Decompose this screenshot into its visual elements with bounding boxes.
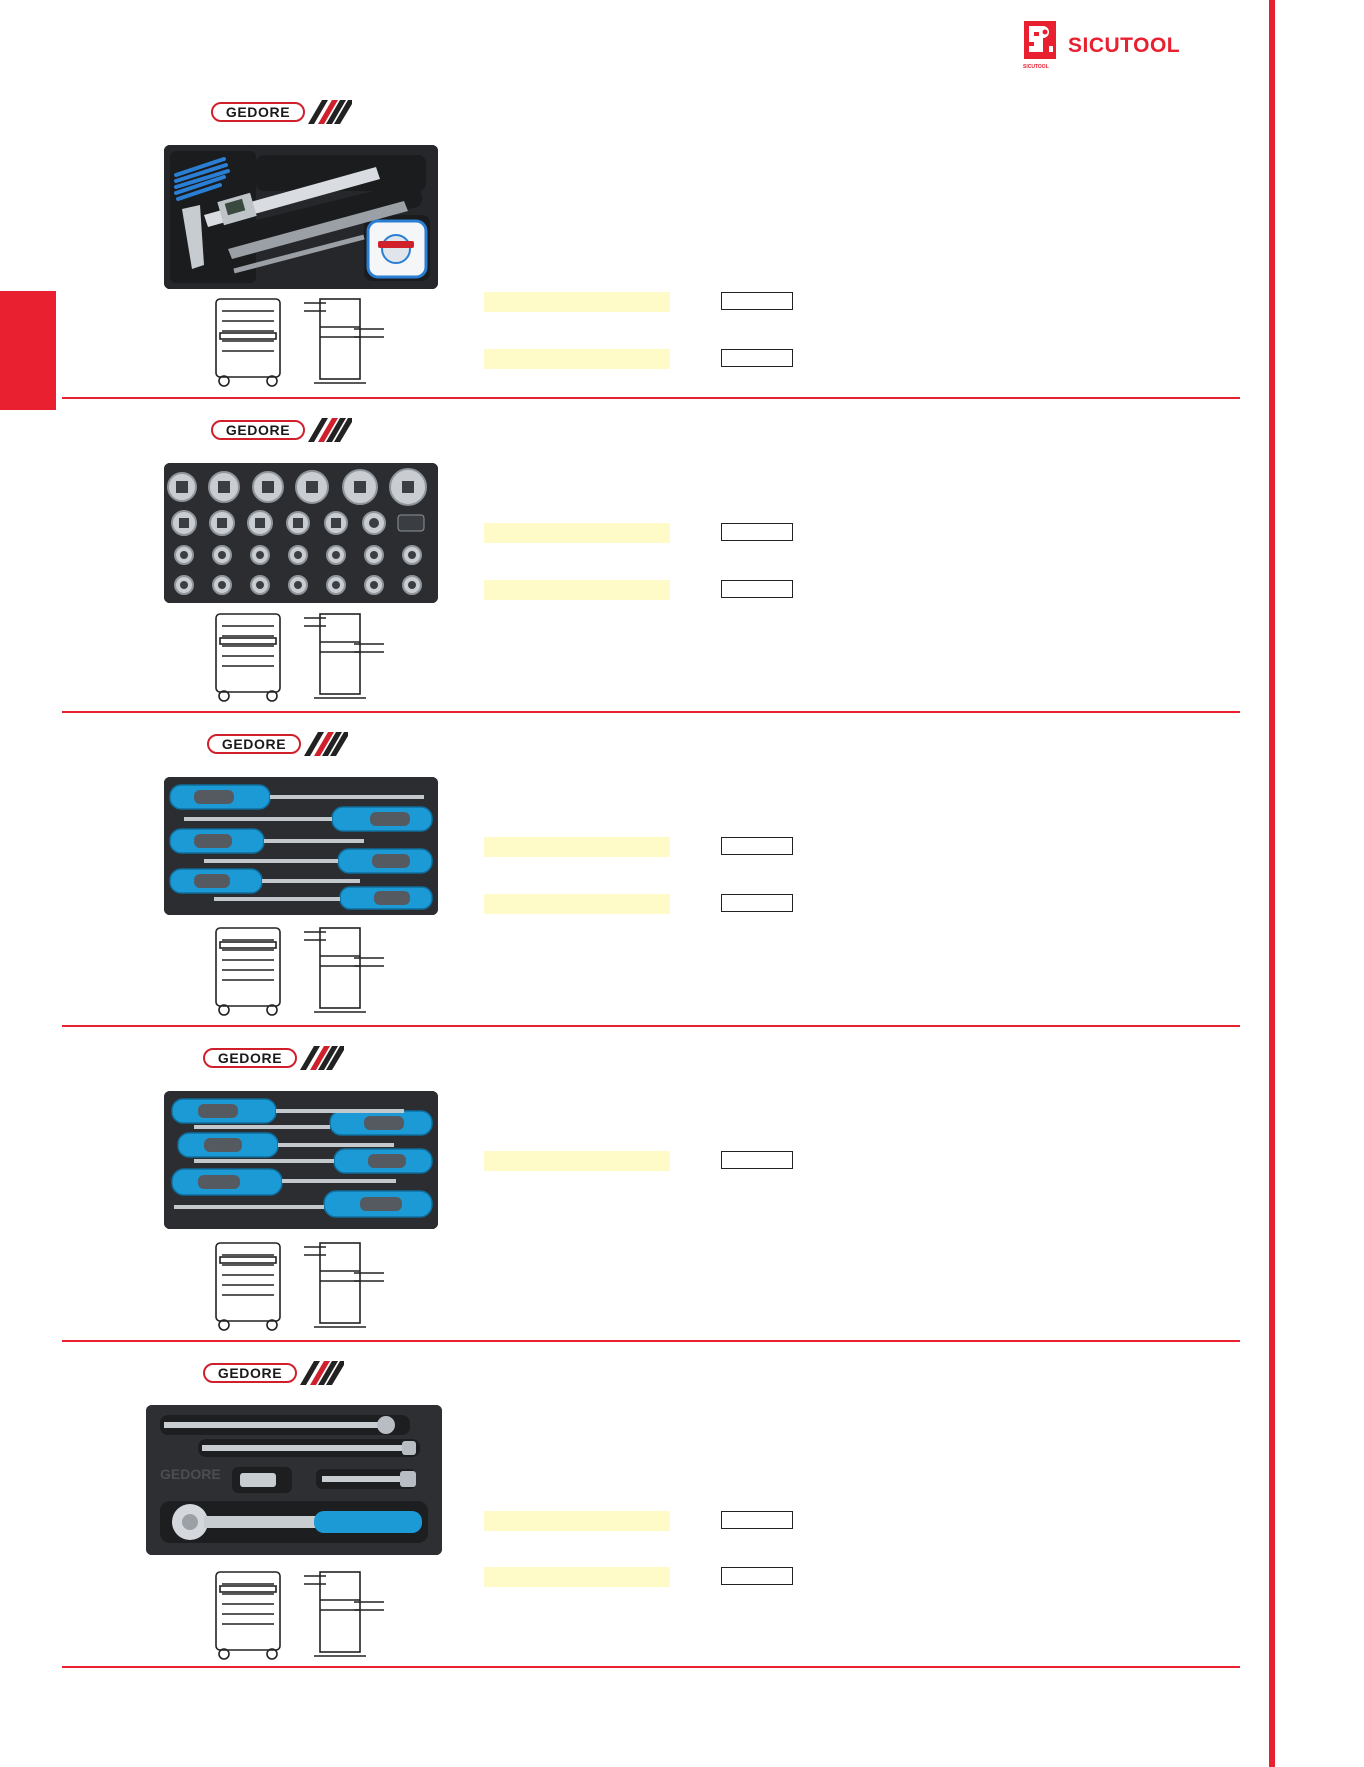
- drawer-position-diagram: [215, 1242, 384, 1331]
- maker-label: GEDORE: [217, 1365, 283, 1381]
- gedore-stripes-icon: [308, 418, 352, 442]
- order-code-box[interactable]: [721, 894, 793, 912]
- gedore-pill: GEDORE: [203, 1048, 297, 1068]
- maker-label: GEDORE: [225, 104, 291, 120]
- gedore-logo: GEDORE: [207, 732, 348, 758]
- maker-label: GEDORE: [225, 422, 291, 438]
- gedore-stripes-icon: [300, 1046, 344, 1070]
- maker-label: GEDORE: [217, 1050, 283, 1066]
- product-image-measuring: [164, 145, 438, 289]
- gedore-logo: GEDORE: [203, 1046, 344, 1072]
- section-divider: [62, 711, 1240, 713]
- drawer-position-diagram: [215, 298, 384, 387]
- order-code-box[interactable]: [721, 837, 793, 855]
- gedore-stripes-icon: [304, 732, 348, 756]
- section-divider: [62, 1340, 1240, 1342]
- maker-label: GEDORE: [221, 736, 287, 752]
- gedore-stripes-icon: [300, 1361, 344, 1385]
- description-bar: [484, 837, 670, 857]
- product-image-screwdrivers: [164, 777, 438, 915]
- description-bar: [484, 1511, 670, 1531]
- description-bar: [484, 349, 670, 369]
- screwdriver-tray-icon: [164, 777, 438, 915]
- section-divider: [62, 397, 1240, 399]
- order-code-box[interactable]: [721, 349, 793, 367]
- sicutool-wordmark: SICUTOOL: [1068, 34, 1181, 57]
- drawer-position-diagram: [215, 613, 384, 702]
- gedore-pill: GEDORE: [203, 1363, 297, 1383]
- drawer-position-diagram: [215, 1571, 384, 1660]
- gedore-pill: GEDORE: [211, 420, 305, 440]
- sicutool-sub-label: SICUTOOL: [1023, 64, 1049, 70]
- screwdriver-tray-icon: [164, 1091, 438, 1229]
- description-bar: [484, 580, 670, 600]
- product-image-screwdrivers: [164, 1091, 438, 1229]
- description-bar: [484, 292, 670, 312]
- sicutool-logo: SICUTOOL SICUTOOL: [1023, 20, 1213, 70]
- gedore-logo: GEDORE: [203, 1361, 344, 1387]
- chapter-tab: [0, 291, 56, 410]
- description-bar: [484, 523, 670, 543]
- description-bar: [484, 894, 670, 914]
- section-divider: [62, 1666, 1240, 1668]
- order-code-box[interactable]: [721, 580, 793, 598]
- gedore-logo: GEDORE: [211, 100, 352, 126]
- order-code-box[interactable]: [721, 1151, 793, 1169]
- gedore-stripes-icon: [308, 100, 352, 124]
- gedore-pill: GEDORE: [207, 734, 301, 754]
- product-image-sockets: [164, 463, 438, 603]
- sicutool-mark-icon: [1024, 21, 1056, 59]
- ratchet-tray-icon: GEDORE: [146, 1405, 442, 1555]
- description-bar: [484, 1567, 670, 1587]
- measuring-tray-icon: [164, 145, 438, 289]
- description-bar: [484, 1151, 670, 1171]
- socket-tray-icon: [164, 463, 438, 603]
- section-divider: [62, 1025, 1240, 1027]
- gedore-pill: GEDORE: [211, 102, 305, 122]
- drawer-position-diagram: [215, 927, 384, 1016]
- page-side-rule: [1269, 0, 1275, 1767]
- order-code-box[interactable]: [721, 1511, 793, 1529]
- order-code-box[interactable]: [721, 1567, 793, 1585]
- gedore-logo: GEDORE: [211, 418, 352, 444]
- order-code-box[interactable]: [721, 292, 793, 310]
- svg-text:GEDORE: GEDORE: [160, 1466, 221, 1482]
- product-image-ratchet: GEDORE: [146, 1405, 442, 1555]
- order-code-box[interactable]: [721, 523, 793, 541]
